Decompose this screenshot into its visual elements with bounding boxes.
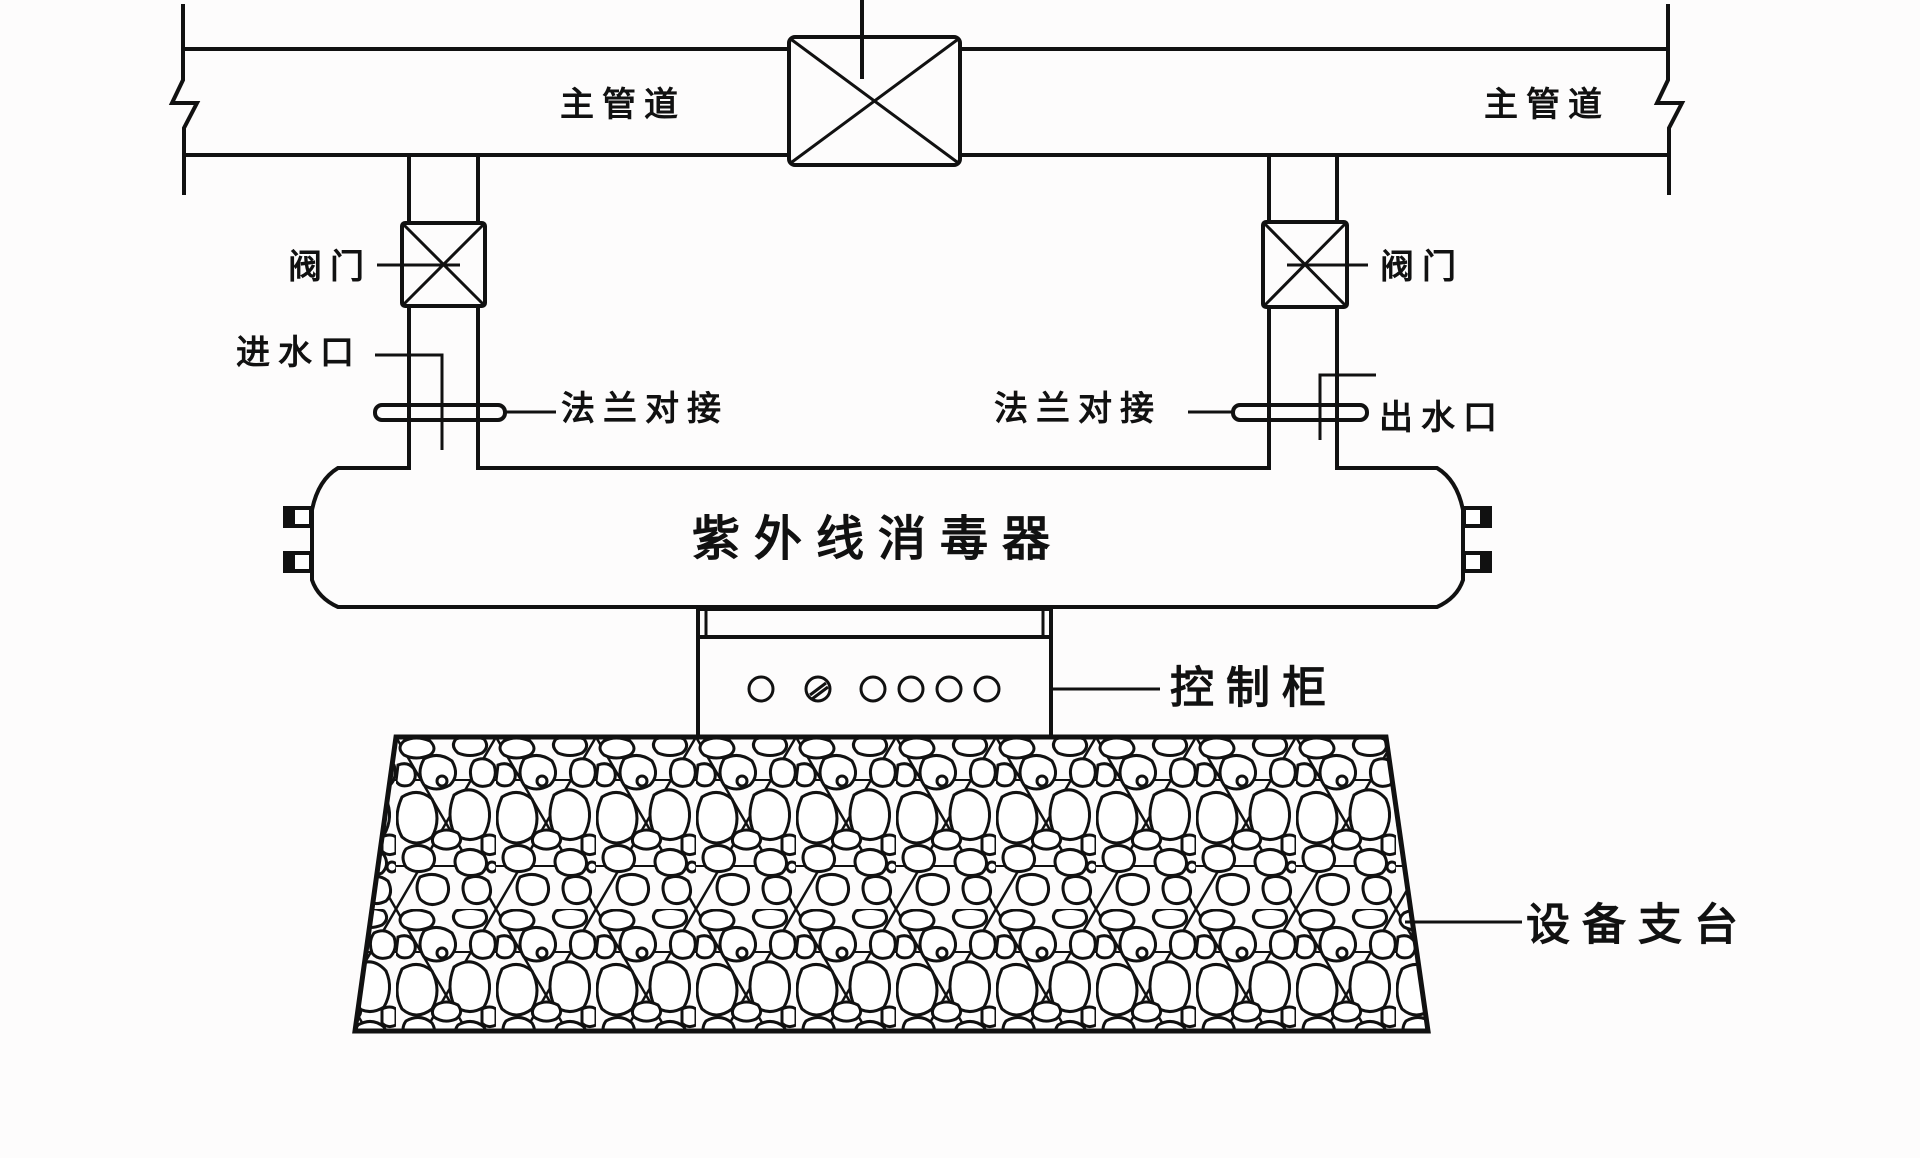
bypass-valve-icon <box>787 0 962 167</box>
label-control-cabinet: 控制柜 <box>1170 663 1338 714</box>
inlet-flange-icon <box>373 403 507 422</box>
label-inlet: 进水口 <box>236 333 362 373</box>
main-pipe <box>182 47 1670 157</box>
label-main-pipe-right: 主管道 <box>1484 85 1610 125</box>
outlet-flange-icon <box>1231 403 1369 422</box>
pipe-break-symbol-left <box>168 4 201 195</box>
label-outlet: 出水口 <box>1379 398 1505 438</box>
inlet-branch-pipe <box>407 153 480 470</box>
control-cabinet <box>696 607 1053 739</box>
label-main-pipe-left: 主管道 <box>560 85 686 125</box>
label-flange-right: 法兰对接 <box>994 389 1162 429</box>
leader-lines <box>375 263 1522 924</box>
label-valve-left: 阀门 <box>288 247 372 287</box>
label-uv-disinfector: 紫外线消毒器 <box>692 511 1064 567</box>
equipment-base <box>352 734 1431 1034</box>
label-equipment-base: 设备支台 <box>1526 900 1750 951</box>
pipe-break-symbol-right <box>1653 4 1686 195</box>
indicator-light-icon <box>747 675 1001 703</box>
lamp-connector-icon <box>283 506 1492 573</box>
outlet-branch-pipe <box>1267 153 1339 470</box>
label-flange-left: 法兰对接 <box>561 389 729 429</box>
label-valve-right: 阀门 <box>1380 247 1464 287</box>
